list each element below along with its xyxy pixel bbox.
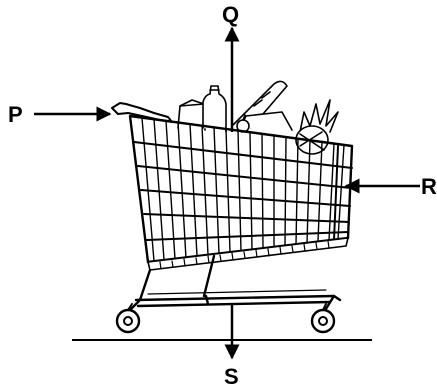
cart-bottom-tray xyxy=(148,238,348,270)
label-r: R xyxy=(421,174,437,199)
label-s: S xyxy=(224,364,239,388)
label-p: P xyxy=(8,102,23,127)
groceries xyxy=(178,81,338,154)
label-q: Q xyxy=(222,2,239,27)
cart-wheels xyxy=(117,304,334,332)
